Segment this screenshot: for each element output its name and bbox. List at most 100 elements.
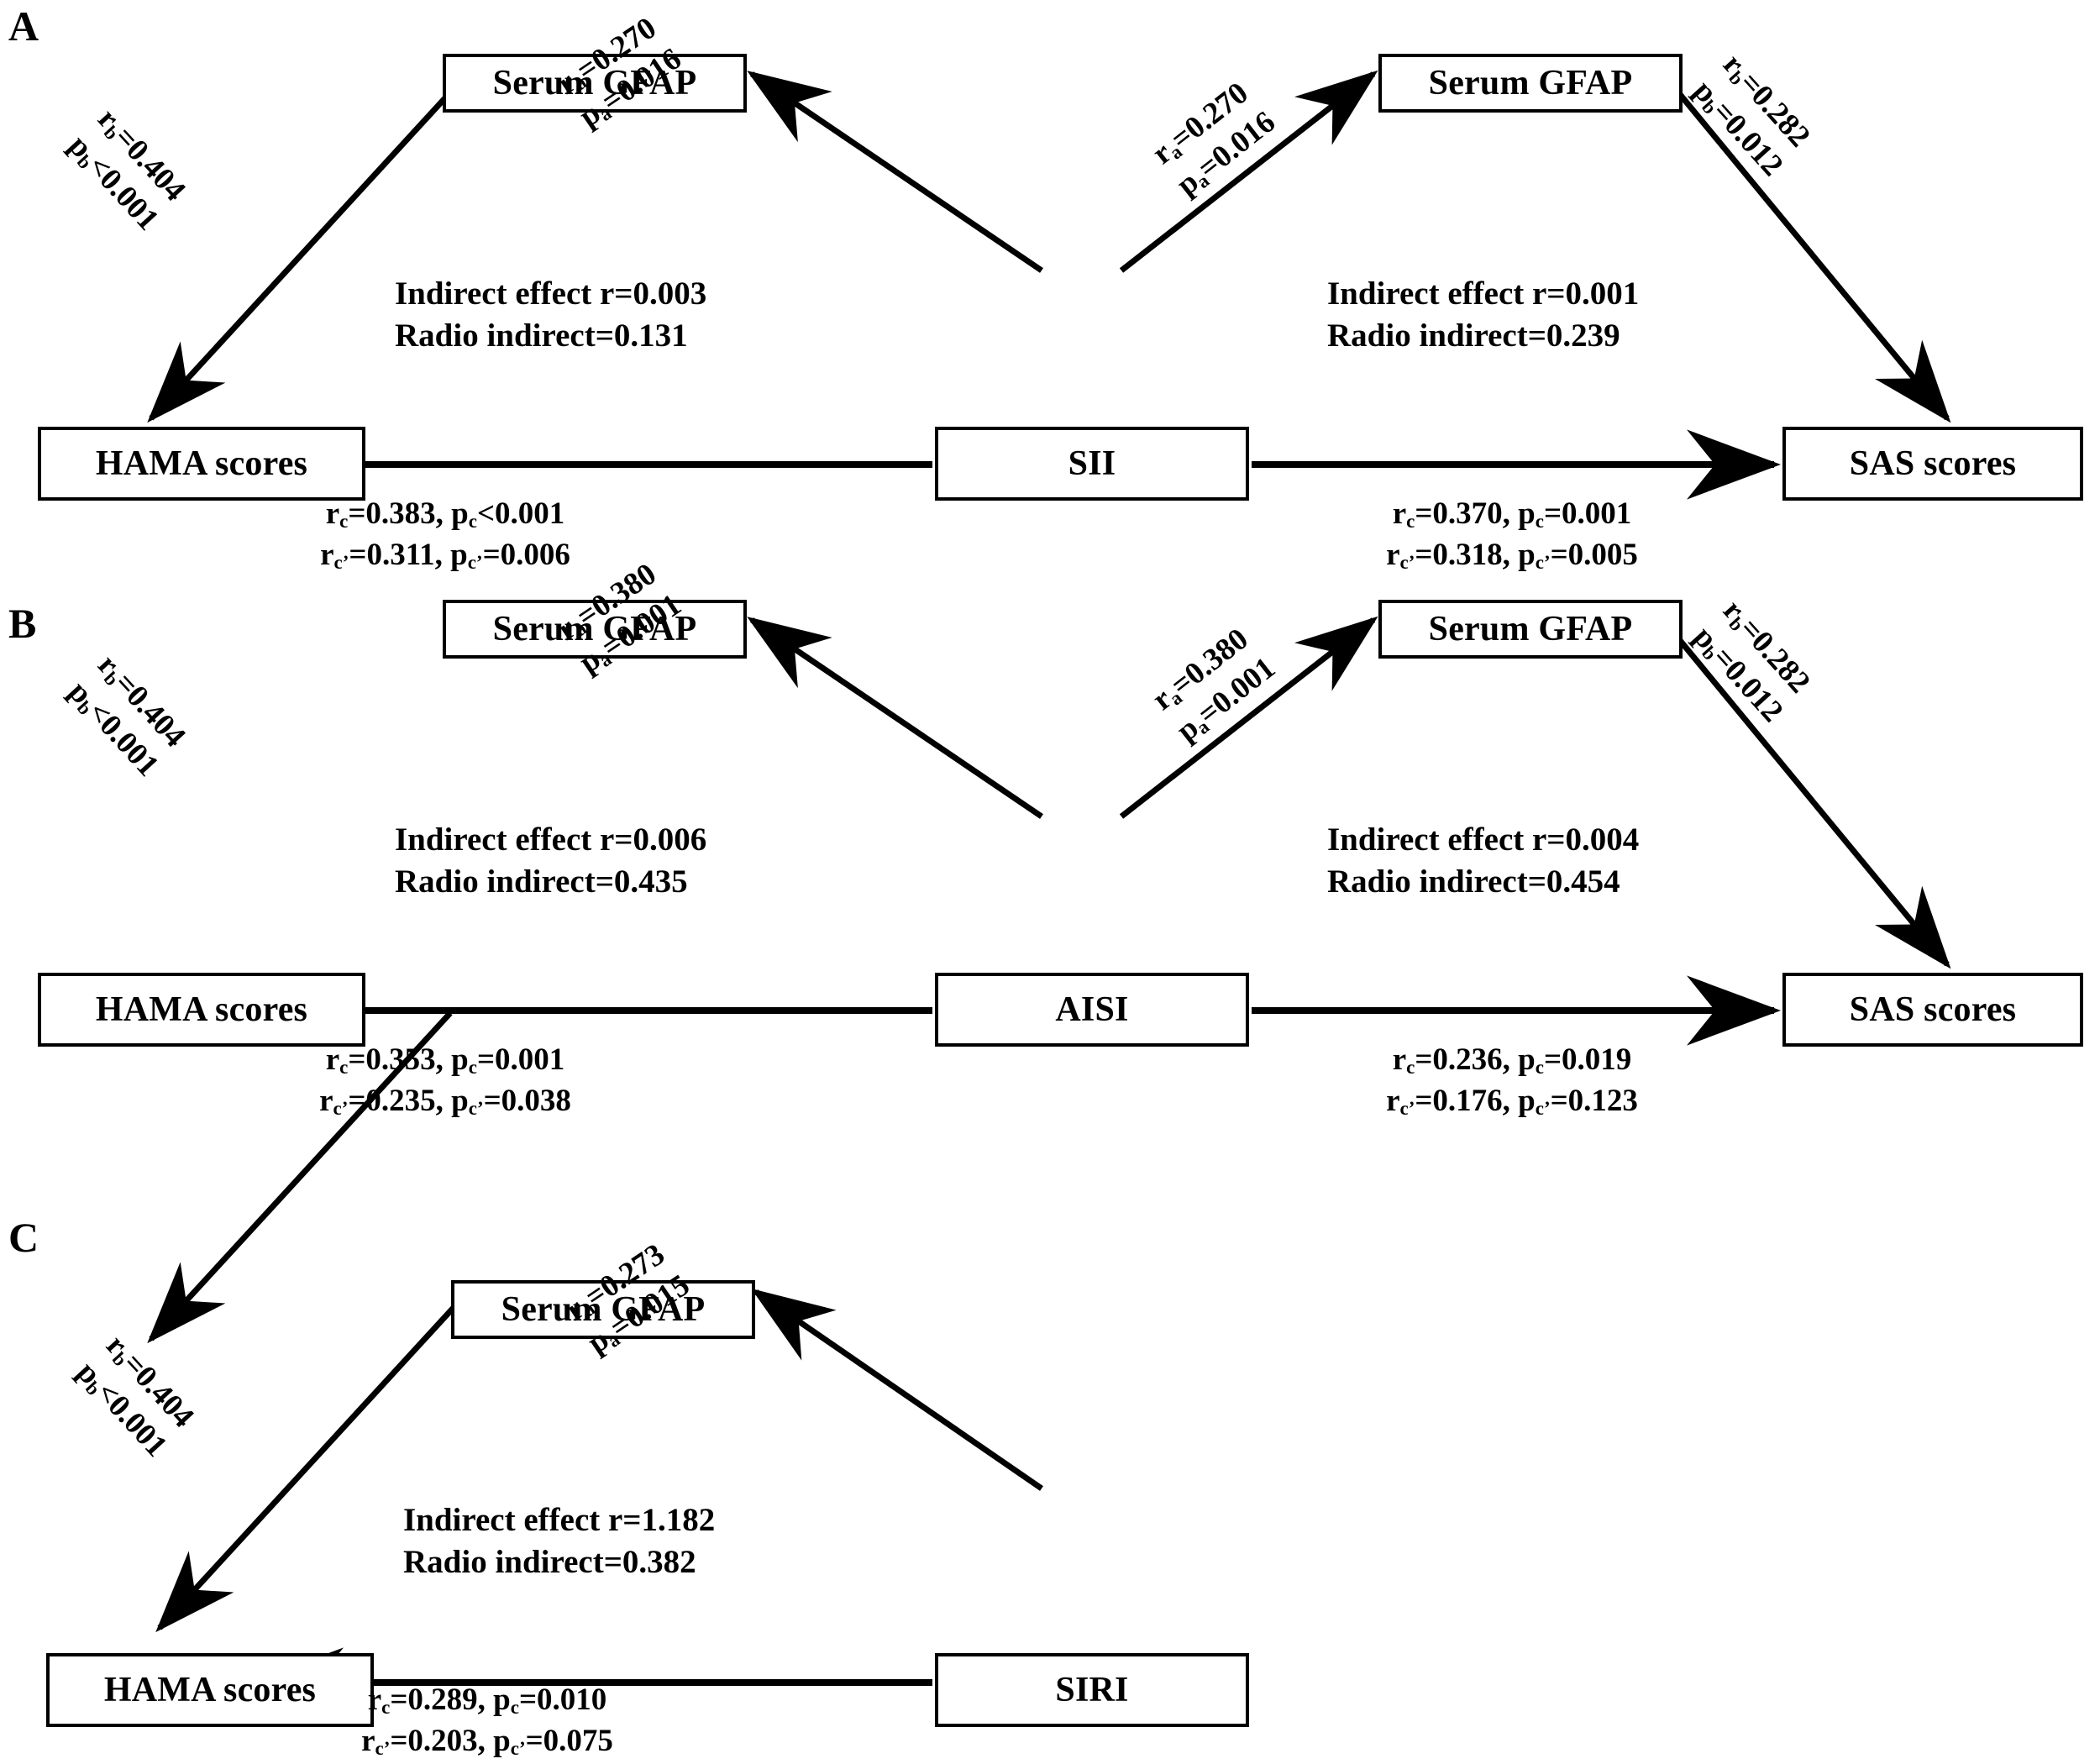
sym-p: p — [1518, 1042, 1536, 1077]
sub-c: c — [339, 511, 349, 533]
panel-letter-b: B — [8, 600, 37, 647]
cpath-block-a-right: rc=0.370, pc=0.001 rc’=0.318, pc’=0.005 — [1386, 494, 1638, 576]
node-b-serum-gfap-left[interactable]: Serum GFAP — [443, 600, 747, 659]
cprime-line: rc’=0.318, pc’=0.005 — [1386, 535, 1638, 576]
cprime-line: rc’=0.176, pc’=0.123 — [1386, 1081, 1638, 1122]
val: =0.005 — [1550, 537, 1638, 572]
val: =0.001 — [1543, 496, 1632, 531]
edge-label-c-left-b: rb=0.404 pb<0.001 — [68, 1327, 204, 1466]
val: =0.318 — [1415, 537, 1503, 572]
sym-p: p — [493, 1723, 511, 1758]
node-label: SAS scores — [1849, 990, 2017, 1029]
node-label: Serum GFAP — [1428, 610, 1633, 648]
indirect-block-a-right: Indirect effect r=0.001 Radio indirect=0… — [1327, 273, 1639, 357]
val: =0.353 — [348, 1042, 436, 1077]
sub-cprime: c’ — [468, 1097, 484, 1119]
radio-indirect-line: Radio indirect=0.435 — [395, 863, 688, 900]
comma: , — [1502, 496, 1519, 531]
c-line: rc=0.236, pc=0.019 — [1386, 1040, 1638, 1081]
val: =0.311 — [349, 537, 435, 572]
indirect-effect-line: Indirect effect r=0.003 — [395, 276, 707, 312]
sub-c: c — [468, 511, 477, 533]
sub-cprime: c’ — [1399, 551, 1415, 573]
sym-r: r — [325, 1042, 340, 1077]
edge-label-c-left-a: ra=0.273 pa=0.015 — [559, 1234, 698, 1363]
comma: , — [434, 537, 451, 572]
indirect-block-b-right: Indirect effect r=0.004 Radio indirect=0… — [1327, 819, 1639, 903]
edge-b-gfapR-to-sas — [1676, 636, 1951, 969]
node-a-sii[interactable]: SII — [935, 427, 1249, 501]
sym-p: p — [1518, 496, 1536, 531]
cpath-block-b-left: rc=0.353, pc=0.001 rc’=0.235, pc’=0.038 — [319, 1040, 571, 1122]
cpath-block-b-right: rc=0.236, pc=0.019 rc’=0.176, pc’=0.123 — [1386, 1040, 1638, 1122]
node-b-hama-scores[interactable]: HAMA scores — [38, 973, 365, 1047]
cprime-line: rc’=0.311, pc’=0.006 — [320, 535, 570, 576]
edge-c-siri-to-gfapL — [751, 1289, 1043, 1491]
node-label: SII — [1068, 444, 1116, 483]
sym-r: r — [319, 1083, 333, 1118]
val: =0.383 — [348, 496, 436, 531]
node-c-serum-gfap-left[interactable]: Serum GFAP — [451, 1280, 755, 1339]
edge-a-sii-to-gfapL — [747, 71, 1043, 273]
val: =0.203 — [390, 1723, 478, 1758]
edge-label-a-right-b: rb=0.282 pb=0.012 — [1684, 46, 1820, 185]
node-b-serum-gfap-right[interactable]: Serum GFAP — [1378, 600, 1683, 659]
node-a-sas-scores[interactable]: SAS scores — [1782, 427, 2083, 501]
cpath-block-a-left: rc=0.383, pc<0.001 rc’=0.311, pc’=0.006 — [320, 494, 570, 576]
indirect-block-a-left: Indirect effect r=0.003 Radio indirect=0… — [395, 273, 706, 357]
sym-r: r — [367, 1683, 382, 1717]
radio-indirect-line: Radio indirect=0.382 — [403, 1543, 696, 1580]
node-a-serum-gfap-left[interactable]: Serum GFAP — [443, 54, 747, 113]
val: =0.236 — [1415, 1042, 1503, 1077]
edge-label-b-right-b: rb=0.282 pb=0.012 — [1684, 592, 1820, 731]
cprime-line: rc’=0.235, pc’=0.038 — [319, 1081, 571, 1122]
node-a-serum-gfap-right[interactable]: Serum GFAP — [1378, 54, 1683, 113]
sub-cprime: c’ — [510, 1737, 526, 1759]
sub-c: c — [339, 1057, 349, 1079]
edge-a-gfapL-to-hama — [147, 90, 453, 423]
edge-label-a-right-a: ra=0.270 pa=0.016 — [1145, 72, 1284, 205]
node-label: Serum GFAP — [501, 1290, 706, 1329]
node-c-siri[interactable]: SIRI — [935, 1653, 1249, 1727]
sub-cprime: c’ — [1399, 1097, 1415, 1119]
sym-r: r — [1392, 496, 1407, 531]
indirect-block-b-left: Indirect effect r=0.006 Radio indirect=0… — [395, 819, 706, 903]
edge-label-a-left-b: rb=0.404 pb<0.001 — [60, 101, 196, 239]
sub-c: c — [1535, 511, 1544, 533]
node-c-hama-scores[interactable]: HAMA scores — [46, 1653, 374, 1727]
sub-c: c — [468, 1057, 477, 1079]
sym-r: r — [1386, 1083, 1400, 1118]
panel-letter-a: A — [8, 3, 39, 50]
val: <0.001 — [476, 496, 565, 531]
sym-r: r — [1386, 537, 1400, 572]
edge-a-gfapR-to-sas — [1676, 90, 1951, 423]
val: =0.235 — [348, 1083, 436, 1118]
edge-label-b-left-b: rb=0.404 pb<0.001 — [60, 647, 196, 785]
comma: , — [1502, 1042, 1519, 1077]
edge-label-b-right-a: ra=0.380 pa=0.001 — [1145, 618, 1284, 751]
node-label: SIRI — [1055, 1671, 1129, 1709]
comma: , — [435, 496, 452, 531]
sym-r: r — [1392, 1042, 1407, 1077]
sym-p: p — [493, 1683, 511, 1717]
c-line: rc=0.289, pc=0.010 — [361, 1680, 613, 1721]
sub-c: c — [1406, 1057, 1415, 1079]
val: =0.289 — [390, 1683, 478, 1717]
sub-cprime: c’ — [1535, 551, 1551, 573]
node-b-aisi[interactable]: AISI — [935, 973, 1249, 1047]
sym-p: p — [1518, 1083, 1536, 1118]
node-label: Serum GFAP — [492, 610, 697, 648]
node-a-hama-scores[interactable]: HAMA scores — [38, 427, 365, 501]
indirect-effect-line: Indirect effect r=1.182 — [403, 1502, 716, 1538]
node-label: AISI — [1055, 990, 1129, 1029]
sym-p: p — [451, 1083, 469, 1118]
sub-c: c — [1535, 1057, 1544, 1079]
val: =0.176 — [1415, 1083, 1503, 1118]
comma: , — [1502, 537, 1519, 572]
node-b-sas-scores[interactable]: SAS scores — [1782, 973, 2083, 1047]
edge-label-a-left-a: ra=0.270 pa=0.016 — [550, 8, 690, 137]
comma: , — [477, 1723, 494, 1758]
val: =0.038 — [483, 1083, 571, 1118]
sub-c: c — [510, 1697, 519, 1719]
